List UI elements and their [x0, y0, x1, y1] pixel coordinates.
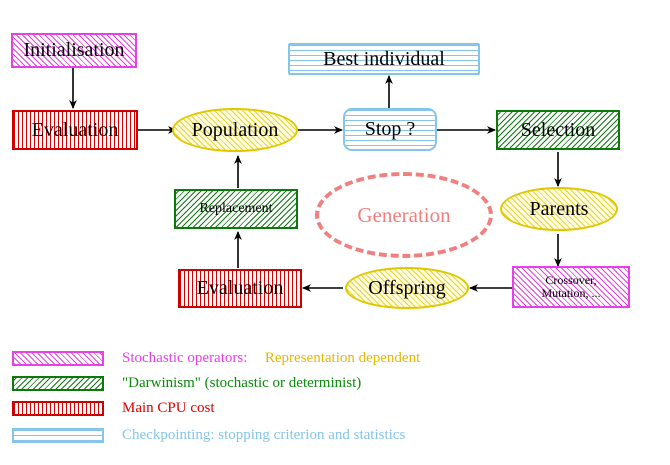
legend-text-darwinism: "Darwinism" (stochastic or determinist)	[122, 374, 362, 391]
node-generation: Generation	[315, 172, 493, 258]
arrow-group	[69, 68, 562, 292]
legend-text-checkpointing: Checkpointing: stopping criterion and st…	[122, 426, 406, 443]
legend-text-cpu: Main CPU cost	[122, 399, 215, 416]
node-evaluation-top[interactable]: Evaluation	[12, 110, 138, 150]
legend-stochastic-secondary: Representation dependent	[264, 349, 421, 366]
node-selection-label: Selection	[520, 118, 596, 141]
node-initialisation[interactable]: Initialisation	[11, 33, 137, 68]
legend: Stochastic operators: Representation dep…	[0, 340, 670, 465]
node-offspring-label: Offspring	[368, 276, 446, 299]
legend-row-stochastic: Stochastic operators: Representation dep…	[0, 348, 670, 368]
node-replacement[interactable]: Replacement	[174, 189, 298, 229]
node-crossover-line2: Mutation, ...	[541, 286, 601, 300]
node-initialisation-label: Initialisation	[23, 39, 125, 61]
legend-row-darwinism: "Darwinism" (stochastic or determinist)	[0, 373, 670, 393]
node-evaluation-top-label: Evaluation	[31, 118, 119, 141]
node-stop[interactable]: Stop ?	[343, 108, 437, 151]
legend-stochastic-primary: Stochastic operators:	[122, 349, 248, 366]
legend-text-stochastic: Stochastic operators: Representation dep…	[122, 350, 420, 367]
legend-swatch-green	[12, 375, 104, 391]
node-parents-label: Parents	[529, 197, 589, 220]
node-population[interactable]: Population	[172, 108, 298, 152]
node-crossover-mutation[interactable]: Crossover, Mutation, ...	[512, 266, 630, 308]
node-generation-label: Generation	[357, 202, 451, 227]
node-stop-label: Stop ?	[364, 118, 416, 140]
legend-row-cpu: Main CPU cost	[0, 398, 670, 418]
legend-swatch-red	[12, 400, 104, 416]
node-offspring[interactable]: Offspring	[345, 267, 469, 309]
legend-swatch-magenta	[12, 350, 104, 366]
node-best-individual[interactable]: Best individual	[288, 43, 480, 75]
legend-swatch-blue	[12, 427, 104, 443]
node-evaluation-bottom-label: Evaluation	[196, 277, 284, 299]
node-replacement-label: Replacement	[199, 200, 273, 216]
node-population-label: Population	[191, 118, 279, 141]
node-crossover-line1: Crossover,	[545, 273, 597, 288]
node-evaluation-bottom[interactable]: Evaluation	[178, 269, 302, 308]
node-selection[interactable]: Selection	[496, 110, 620, 150]
legend-row-checkpointing: Checkpointing: stopping criterion and st…	[0, 425, 670, 445]
node-parents[interactable]: Parents	[500, 187, 618, 231]
node-best-individual-label: Best individual	[323, 47, 445, 70]
